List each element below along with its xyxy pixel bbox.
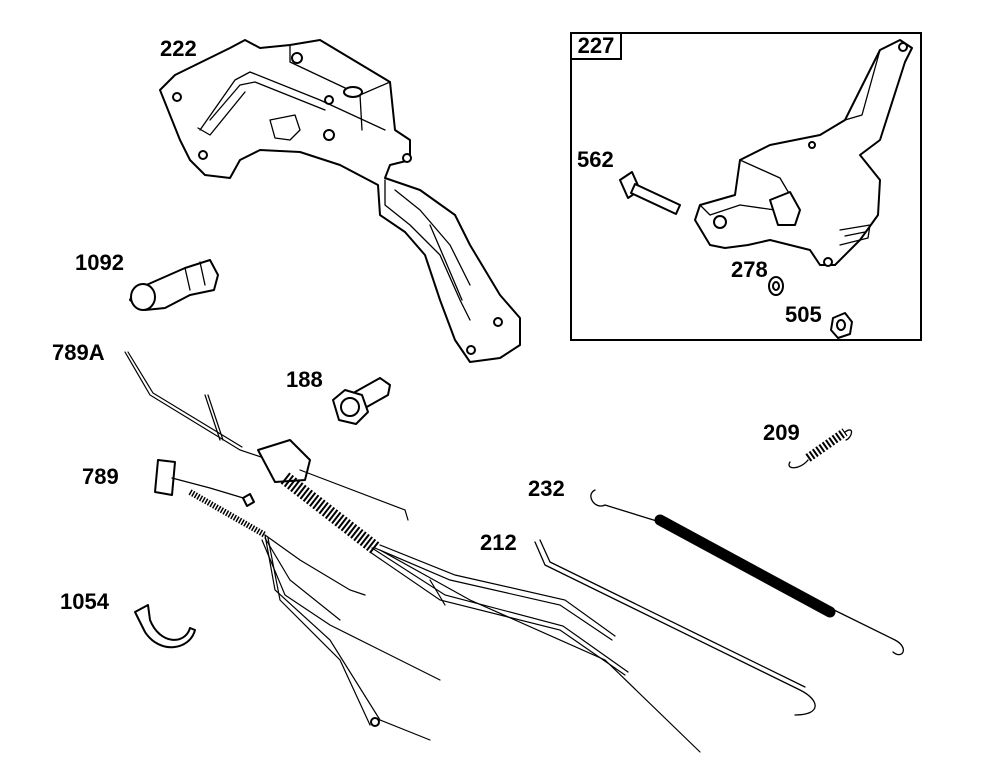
label-1092: 1092 <box>75 250 124 275</box>
label-278: 278 <box>731 257 768 282</box>
label-1054: 1054 <box>60 589 109 614</box>
clip-1054 <box>134 604 196 649</box>
wiring-harness-789 <box>154 459 441 741</box>
label-222: 222 <box>160 36 197 61</box>
label-789: 789 <box>82 464 119 489</box>
nut-505 <box>830 312 853 339</box>
label-209: 209 <box>763 420 800 445</box>
label-188: 188 <box>286 367 323 392</box>
spring-209 <box>788 428 853 469</box>
bracket-222 <box>159 39 521 363</box>
label-505: 505 <box>785 302 822 327</box>
governor-spring-232 <box>590 489 904 656</box>
label-789A: 789A <box>52 340 105 365</box>
cable-clamp-1092 <box>129 259 219 311</box>
washer-278 <box>768 276 784 296</box>
flange-bolt-188 <box>332 377 391 425</box>
label-562: 562 <box>577 147 614 172</box>
throttle-lever-227 <box>694 39 913 267</box>
wiring-harness-789A <box>124 351 701 753</box>
label-232: 232 <box>528 476 565 501</box>
inset-frame <box>570 32 922 341</box>
bolt-562 <box>619 171 681 215</box>
governor-link-212 <box>534 539 816 716</box>
label-212: 212 <box>480 530 517 555</box>
label-227: 227 <box>570 32 622 60</box>
